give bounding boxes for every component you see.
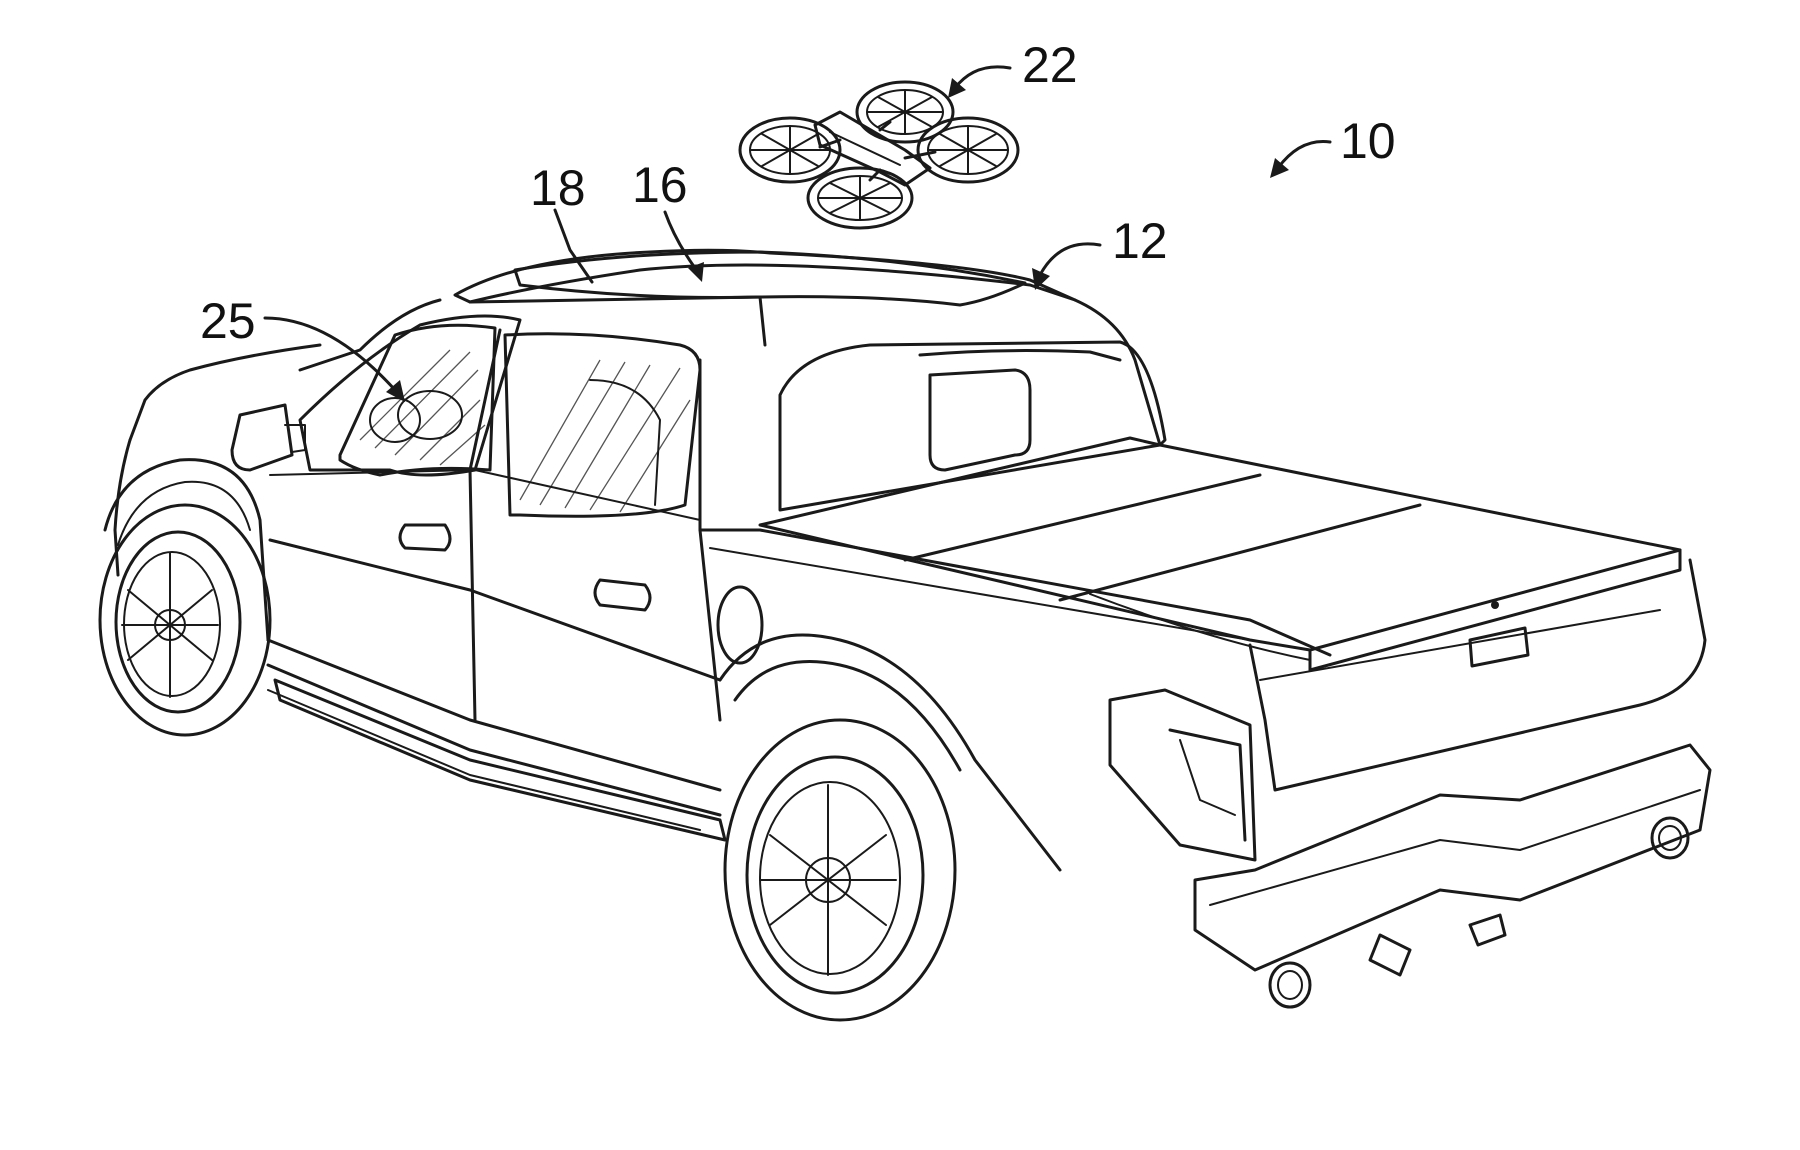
tailgate-handle <box>1468 626 1530 668</box>
drone-rotor <box>806 166 914 230</box>
leader-line-16 <box>663 210 697 270</box>
leader-line-25 <box>263 316 397 392</box>
leader-line-22 <box>953 65 1012 90</box>
leader-line-10 <box>1276 140 1332 170</box>
numeral-22: 22 <box>1022 37 1078 93</box>
fuel-door <box>716 585 764 665</box>
vehicle-drawing <box>98 248 1712 1022</box>
drone-rotor <box>855 80 955 144</box>
front-wheel <box>98 503 272 737</box>
exhaust-pipe-right <box>1650 816 1690 860</box>
numeral-12: 12 <box>1112 213 1168 269</box>
rear-bumper <box>1193 743 1712 977</box>
roof-outline <box>453 248 1077 304</box>
tonneau-cover <box>758 436 1682 672</box>
rear-cab-slider-window <box>928 368 1032 472</box>
front-door-handle <box>398 523 452 552</box>
leader-line-18 <box>553 208 594 284</box>
numeral-10: 10 <box>1340 113 1396 169</box>
rear-door-handle <box>593 578 652 612</box>
numeral-16: 16 <box>632 157 688 213</box>
taillight <box>1108 688 1257 862</box>
side-mirror <box>230 403 306 472</box>
leader-line-12 <box>1038 242 1102 277</box>
rear-wheel <box>723 718 957 1022</box>
numeral-18: 18 <box>530 160 586 216</box>
drone-rotor <box>738 116 842 184</box>
drone-drawing <box>738 80 1020 230</box>
reference-numerals: 22 10 18 16 12 25 <box>200 37 1396 402</box>
cabin-interior <box>359 349 486 466</box>
drone-rotor <box>916 116 1020 184</box>
exhaust-pipe-left <box>1268 961 1312 1009</box>
numeral-25: 25 <box>200 293 256 349</box>
trailer-hitch <box>1468 913 1507 947</box>
